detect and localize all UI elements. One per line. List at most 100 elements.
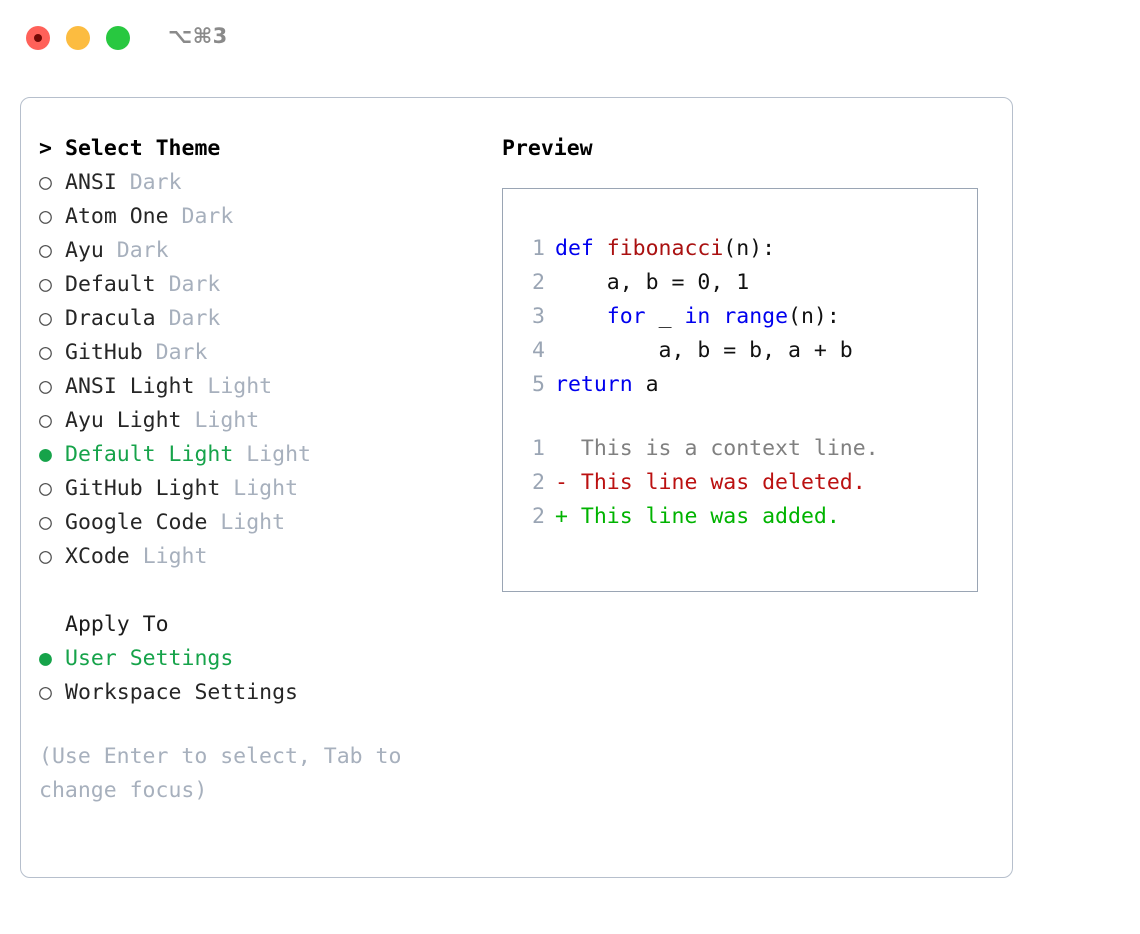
apply-to-option-workspace-settings[interactable]: ○Workspace Settings [39,676,489,710]
code-token-keyword: return [555,372,633,397]
theme-picker-column: >Select Theme ○ANSI Dark ○Atom One Dark … [39,132,489,808]
theme-kind-label: Dark [129,170,182,195]
title-bar: ⌥⌘3 [0,0,1140,78]
theme-name: Dracula [65,306,156,331]
main-panel: >Select Theme ○ANSI Dark ○Atom One Dark … [20,97,1013,878]
keyboard-hint-text: (Use Enter to select, Tab to change focu… [39,744,402,803]
radio-icon[interactable]: ○ [39,510,52,535]
list-spacer [39,574,489,608]
code-line: 3 for _ in range(n): [521,300,969,334]
theme-kind-label: Dark [181,204,234,229]
theme-name: Default [65,272,156,297]
theme-option-ansi-dark[interactable]: ○ANSI Dark [39,166,489,200]
theme-kind [194,374,207,399]
theme-kind [130,544,143,569]
prompt-caret-icon: > [39,136,52,161]
line-number: 1 [532,436,545,461]
minimize-window-button[interactable] [66,26,90,50]
theme-option-default-light[interactable]: ●Default Light Light [39,438,489,472]
line-number: 2 [532,270,545,295]
theme-kind-label: Dark [168,306,221,331]
line-number: 2 [532,504,545,529]
keyboard-shortcut-label: ⌥⌘3 [168,24,228,48]
radio-icon[interactable]: ○ [39,170,52,195]
theme-option-google-code-light[interactable]: ○Google Code Light [39,506,489,540]
code-token-plain: (n): [723,236,776,261]
theme-name: XCode [65,544,130,569]
code-token-plain [710,304,723,329]
theme-kind [156,272,169,297]
code-token-builtin: range [723,304,789,329]
theme-name: GitHub [65,340,143,365]
theme-kind-label: Dark [155,340,208,365]
line-number: 5 [532,372,545,397]
theme-kind-label: Dark [168,272,221,297]
line-number: 2 [532,470,545,495]
theme-kind-label: Light [142,544,208,569]
theme-option-ayu-light[interactable]: ○ Ayu Light Light [39,404,489,438]
radio-icon[interactable]: ○ [39,374,52,399]
theme-option-ayu-dark[interactable]: ○ Ayu Dark [39,234,489,268]
radio-icon[interactable]: ○ [39,272,52,297]
apply-to-option-user-settings[interactable]: ● User Settings [39,642,489,676]
theme-option-github-dark[interactable]: ○ GitHub Dark [39,336,489,370]
radio-icon[interactable]: ○ [39,408,52,433]
theme-name: GitHub Light [65,476,221,501]
radio-icon[interactable]: ○ [39,340,52,365]
code-token-plain: a, b = b, a + b [555,338,853,363]
code-token-function: fibonacci [606,236,724,261]
radio-icon[interactable]: ○ [39,204,52,229]
select-theme-heading-label: Select Theme [65,136,221,161]
code-token-keyword: for [606,304,646,329]
theme-kind-label: Dark [116,238,169,263]
close-icon [34,34,42,42]
diff-text: This is a context line. [555,436,879,461]
theme-kind [104,238,117,263]
code-line: 2 a, b = 0, 1 [521,266,969,300]
radio-icon[interactable]: ○ [39,476,52,501]
code-token-plain [555,304,607,329]
theme-kind [207,510,220,535]
code-blank-line [521,402,969,432]
theme-kind [117,170,130,195]
preview-heading: Preview [502,136,593,161]
radio-icon-selected[interactable]: ● [39,442,52,467]
theme-option-atom-one-dark[interactable]: ○Atom One Dark [39,200,489,234]
code-token-keyword: def [555,236,607,261]
theme-option-github-light[interactable]: ○ GitHub Light Light [39,472,489,506]
radio-icon[interactable]: ○ [39,680,52,705]
diff-line-added: 2 + This line was added. [521,500,969,534]
theme-kind [156,306,169,331]
theme-kind-label: Light [220,510,286,535]
line-number: 3 [532,304,545,329]
theme-name: Ayu Light [65,408,182,433]
diff-text: + This line was added. [555,504,840,529]
radio-icon[interactable]: ○ [39,544,52,569]
diff-line-deleted: 2 - This line was deleted. [521,466,969,500]
maximize-window-button[interactable] [106,26,130,50]
theme-name: Ayu [65,238,104,263]
apply-to-heading: Apply To [39,608,489,642]
theme-kind-label: Light [194,408,260,433]
radio-icon[interactable]: ○ [39,238,52,263]
theme-kind-label: Light [233,476,299,501]
apply-to-option-label: User Settings [65,646,234,671]
radio-icon-selected[interactable]: ● [39,646,52,671]
theme-option-ansi-light[interactable]: ○ANSI Light Light [39,370,489,404]
theme-option-default-dark[interactable]: ○ Default Dark [39,268,489,302]
select-theme-heading: > Select Theme [39,132,489,166]
line-number: 4 [532,338,545,363]
theme-option-xcode-light[interactable]: ○ XCode Light [39,540,489,574]
theme-option-dracula-dark[interactable]: ○ Dracula Dark [39,302,489,336]
diff-text: - This line was deleted. [555,470,866,495]
code-line: 4 a, b = b, a + b [521,334,969,368]
theme-kind-label: Light [207,374,273,399]
radio-icon[interactable]: ○ [39,306,52,331]
apply-to-label: Apply To [65,612,169,637]
diff-line-context: 1 This is a context line. [521,432,969,466]
